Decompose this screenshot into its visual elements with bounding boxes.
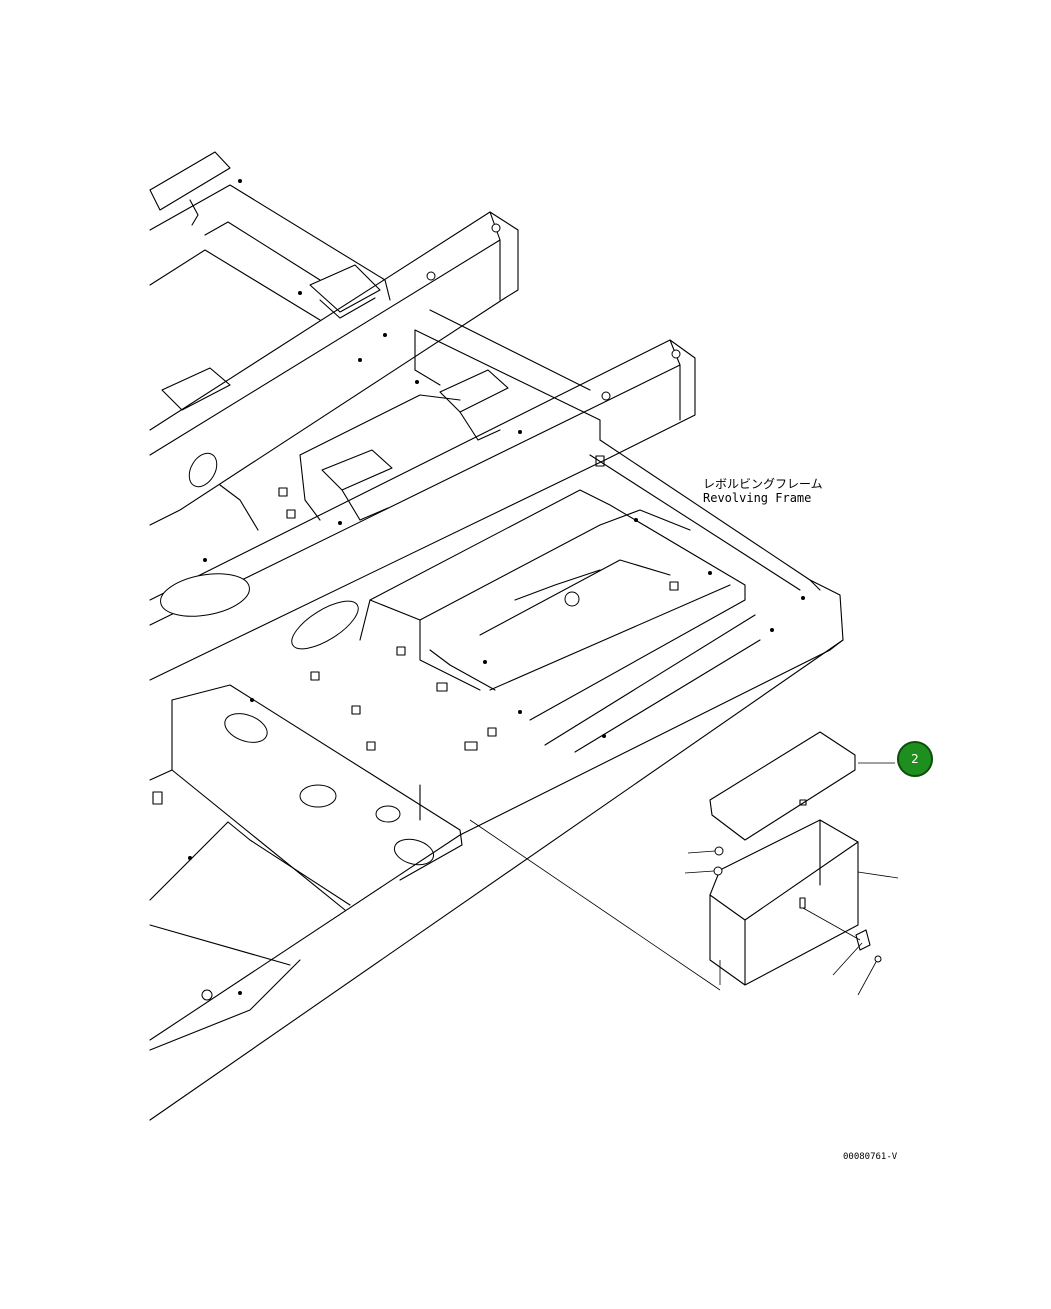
part-name-en: Revolving Frame (703, 491, 812, 505)
main-beams (149, 211, 696, 681)
cover-plate (709, 731, 856, 841)
fasteners (152, 179, 805, 995)
leader-lines (469, 762, 899, 996)
side-rail (149, 439, 844, 1121)
lightening-holes (160, 452, 580, 1001)
battery-box (709, 819, 882, 986)
center-deck (369, 489, 761, 753)
mounting-brackets (161, 367, 509, 531)
figure-code: 00080761-V (843, 1152, 898, 1162)
lower-floor-plates (149, 599, 481, 1051)
callout-2-button[interactable]: 2 (897, 741, 933, 777)
rear-frame-section (149, 151, 391, 321)
part-name-jp: レボルビングフレーム (703, 477, 823, 491)
